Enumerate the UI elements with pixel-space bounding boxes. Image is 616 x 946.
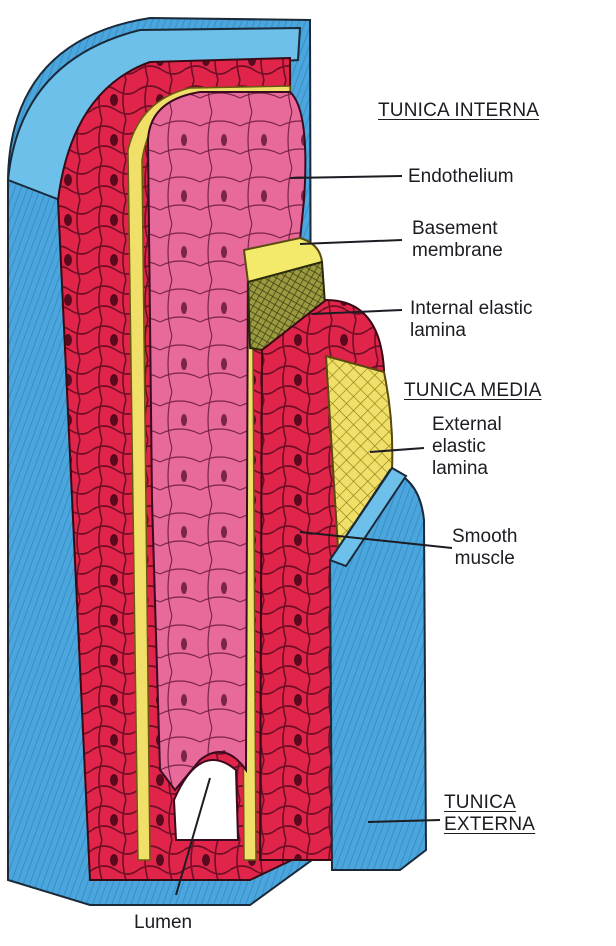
label-internal-elastic-lamina-line-1: Internal elastic — [410, 298, 533, 320]
label-lumen: Lumen — [134, 912, 192, 934]
label-basement-membrane-line-2: membrane — [412, 240, 503, 262]
label-tunica-externa-line-2: EXTERNA — [444, 814, 535, 836]
label-external-elastic-lamina-line-3: lamina — [432, 458, 502, 480]
label-external-elastic-lamina-line-2: elastic — [432, 436, 502, 458]
label-endothelium: Endothelium — [408, 166, 514, 188]
label-basement-membrane: Basement membrane — [412, 218, 503, 262]
label-tunica-externa-line-1: TUNICA — [444, 792, 535, 814]
label-internal-elastic-lamina-line-2: lamina — [410, 320, 533, 342]
label-basement-membrane-line-1: Basement — [412, 218, 503, 240]
label-internal-elastic-lamina: Internal elastic lamina — [410, 298, 533, 342]
label-tunica-externa: TUNICA EXTERNA — [444, 792, 535, 836]
label-external-elastic-lamina-line-1: External — [432, 414, 502, 436]
label-tunica-interna: TUNICA INTERNA — [378, 100, 539, 122]
label-tunica-media: TUNICA MEDIA — [404, 380, 542, 402]
label-smooth-muscle: Smooth muscle — [452, 526, 517, 570]
label-smooth-muscle-line-1: Smooth — [452, 526, 517, 548]
label-smooth-muscle-line-2: muscle — [452, 548, 517, 570]
label-external-elastic-lamina: External elastic lamina — [432, 414, 502, 480]
